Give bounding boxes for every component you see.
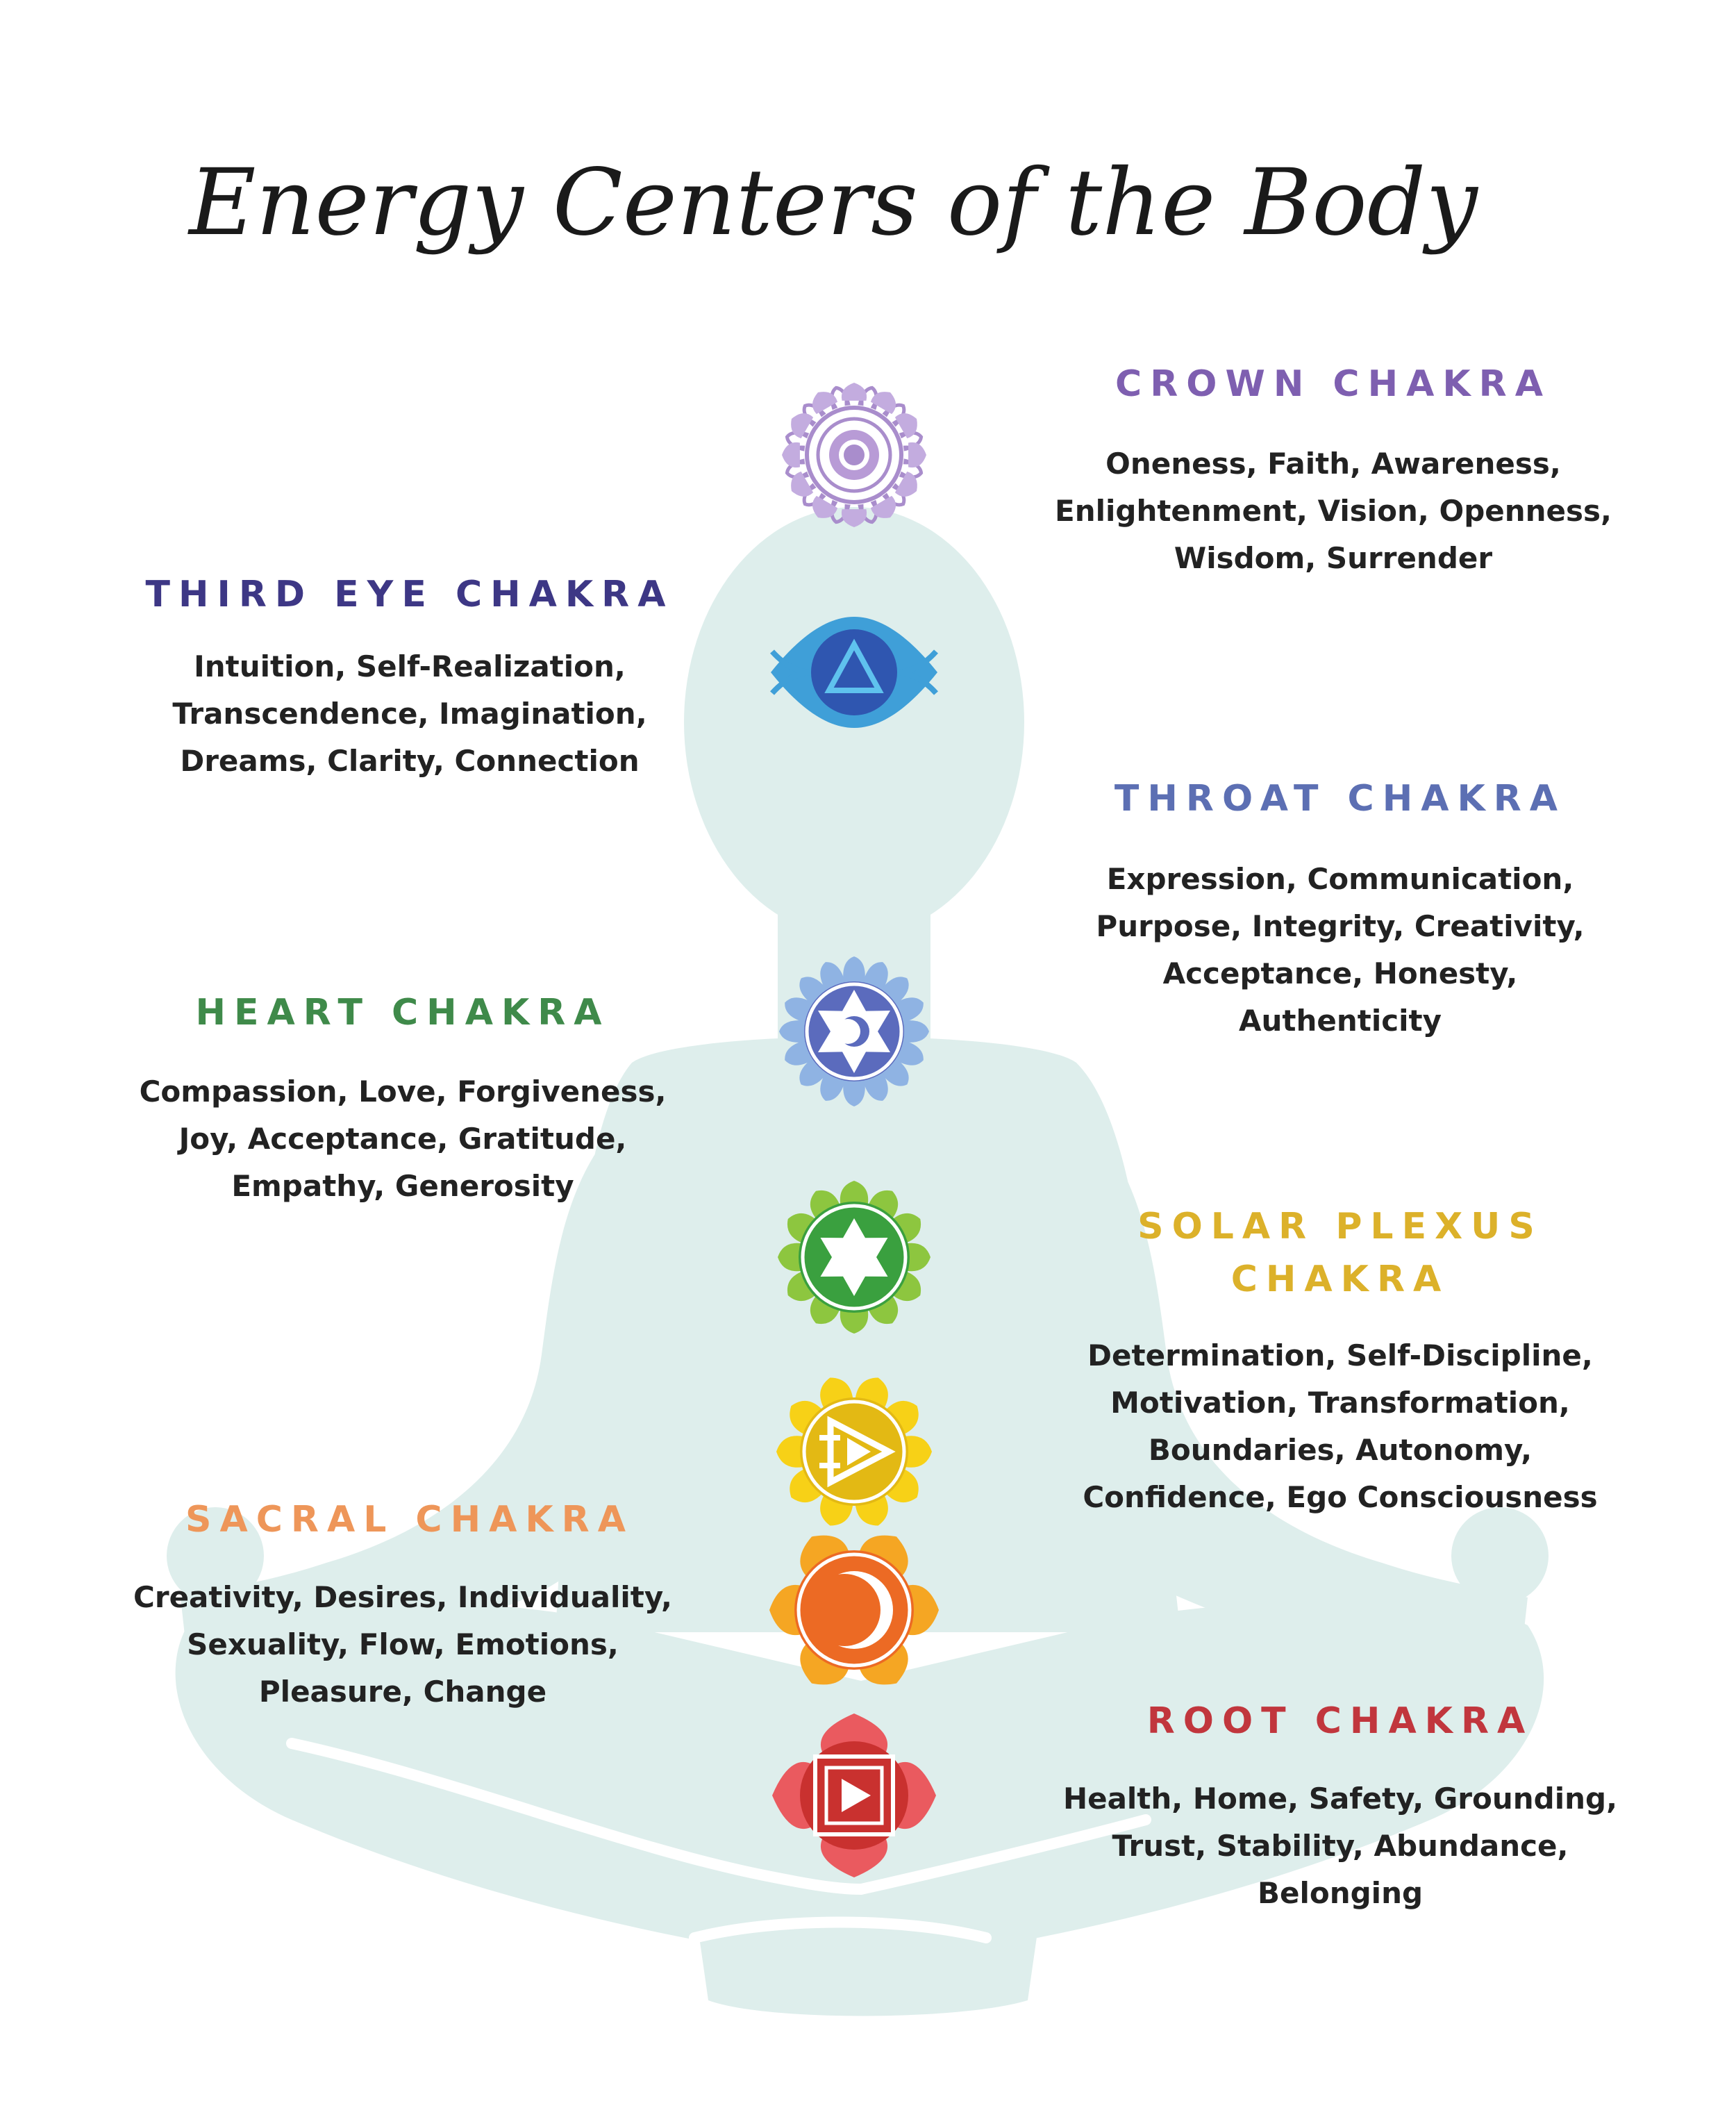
solar-plexus-chakra-heading: SOLAR PLEXUS CHAKRA [1137, 1206, 1543, 1300]
third-eye-chakra-heading: THIRD EYE CHAKRA [145, 574, 674, 615]
root-chakra-heading: ROOT CHAKRA [1146, 1700, 1534, 1742]
throat-chakra-heading: THROAT CHAKRA [1114, 778, 1567, 820]
leg-fold-lines [286, 1738, 1151, 1943]
solar-plexus-chakra-icon [776, 1377, 932, 1526]
crown-chakra-icon [782, 383, 926, 527]
root-chakra-icon [772, 1713, 936, 1877]
heart-chakra-heading: HEART CHAKRA [195, 992, 610, 1034]
throat-chakra-qualities: Expression, Communication, Purpose, Inte… [1096, 862, 1585, 1038]
third-eye-chakra-icon [770, 617, 938, 728]
crown-chakra-heading: CROWN CHAKRA [1115, 363, 1551, 405]
sacral-chakra-icon [769, 1535, 939, 1685]
heart-chakra-qualities: Compassion, Love, Forgiveness, Joy, Acce… [139, 1074, 667, 1203]
page-title: Energy Centers of the Body [189, 149, 1478, 256]
root-chakra-qualities: Health, Home, Safety, Grounding, Trust, … [1062, 1782, 1618, 1910]
throat-chakra-icon [779, 956, 929, 1106]
third-eye-chakra-qualities: Intuition, Self-Realization, Transcenden… [172, 649, 647, 778]
sacral-chakra-qualities: Creativity, Desires, Individuality, Sexu… [133, 1580, 672, 1709]
heart-chakra-icon [778, 1181, 930, 1334]
sacral-chakra-heading: SACRAL CHAKRA [185, 1499, 634, 1541]
crown-chakra-qualities: Oneness, Faith, Awareness, Enlightenment… [1055, 447, 1612, 575]
solar-plexus-chakra-qualities: Determination, Self-Discipline, Motivati… [1083, 1338, 1598, 1514]
meditating-silhouette [167, 507, 1549, 2016]
